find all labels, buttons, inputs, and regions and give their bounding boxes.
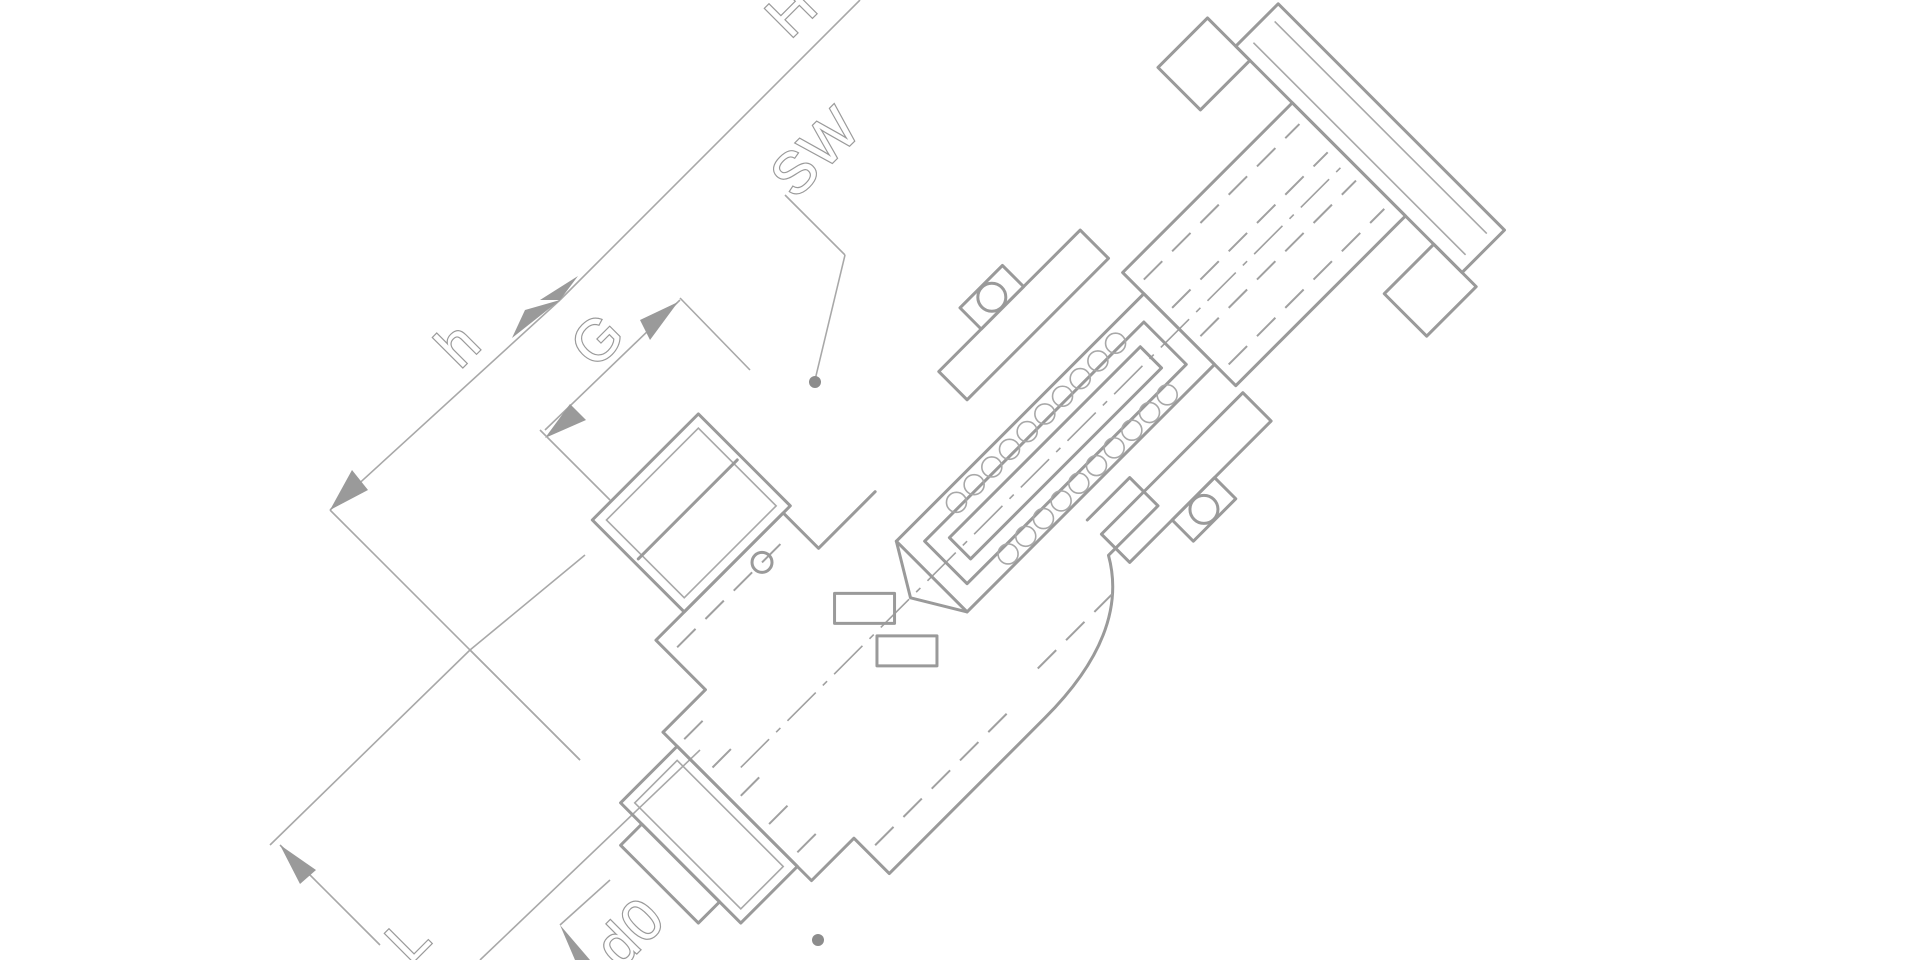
dimension-label-group: H h G SW L d0 xyxy=(372,0,874,960)
spring-upper xyxy=(945,332,1127,514)
dim-label-g: G xyxy=(558,300,637,379)
dim-label-d0: d0 xyxy=(583,885,677,960)
dim-label-l: L xyxy=(373,904,443,960)
dim-label-h: h xyxy=(423,309,493,379)
valve-body xyxy=(590,2,1506,925)
dim-label-sw: SW xyxy=(758,94,873,209)
dimension-lines xyxy=(269,0,861,960)
spring-lower xyxy=(997,384,1178,565)
